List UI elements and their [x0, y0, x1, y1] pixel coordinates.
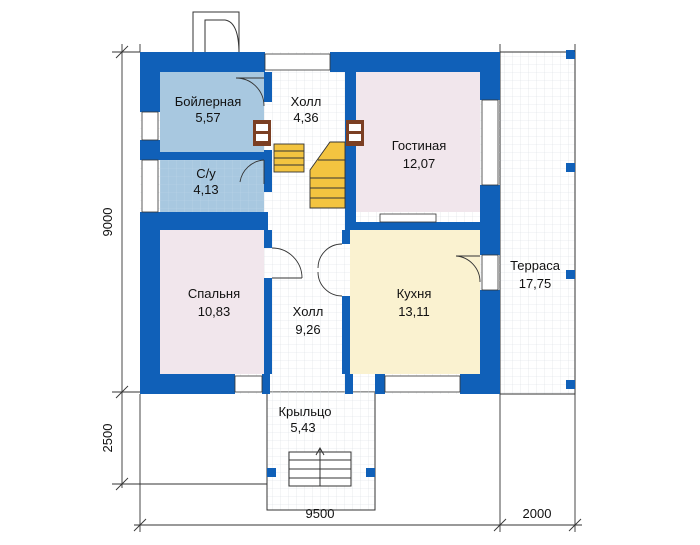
entry-arrow-icon — [315, 446, 325, 486]
bathroom-name: С/у — [196, 166, 216, 181]
terrace-area — [499, 50, 576, 395]
bedroom-floor — [160, 230, 264, 374]
bedroom-area: 10,83 — [198, 304, 231, 319]
top-vestibule — [192, 11, 240, 55]
porch-name: Крыльцо — [278, 404, 331, 419]
living-room-floor — [356, 72, 480, 212]
porch-area-value: 5,43 — [290, 420, 315, 435]
terrace-area-value: 17,75 — [519, 276, 552, 291]
hall-mid-area: 9,26 — [295, 322, 320, 337]
dimension-width-main: 9500 — [306, 506, 335, 521]
hall-top-name: Холл — [291, 94, 322, 109]
terrace-name: Терраса — [510, 258, 561, 273]
porch-area — [266, 391, 376, 511]
kitchen-area: 13,11 — [398, 304, 430, 319]
dimension-height-main: 9000 — [100, 208, 115, 237]
windows — [141, 53, 499, 393]
living-room-name: Гостиная — [392, 138, 447, 153]
dimension-width-terrace: 2000 — [523, 506, 552, 521]
bedroom-name: Спальня — [188, 286, 240, 301]
stove-icon — [253, 120, 271, 146]
boiler-room-name: Бойлерная — [175, 94, 242, 109]
dimension-lines — [112, 44, 582, 532]
boiler-room-area: 5,57 — [195, 110, 220, 125]
kitchen-name: Кухня — [397, 286, 432, 301]
hall-top-area: 4,36 — [293, 110, 318, 125]
hall-mid-name: Холл — [293, 304, 324, 319]
dimension-height-porch: 2500 — [100, 424, 115, 453]
walls — [140, 52, 500, 394]
living-room-area: 12,07 — [403, 156, 436, 171]
staircase — [273, 141, 346, 209]
bathroom-area: 4,13 — [193, 182, 218, 197]
kitchen-floor — [350, 230, 480, 374]
fireplace-icon — [346, 120, 364, 146]
door-swings — [235, 77, 481, 297]
boiler-room-floor — [160, 72, 264, 152]
